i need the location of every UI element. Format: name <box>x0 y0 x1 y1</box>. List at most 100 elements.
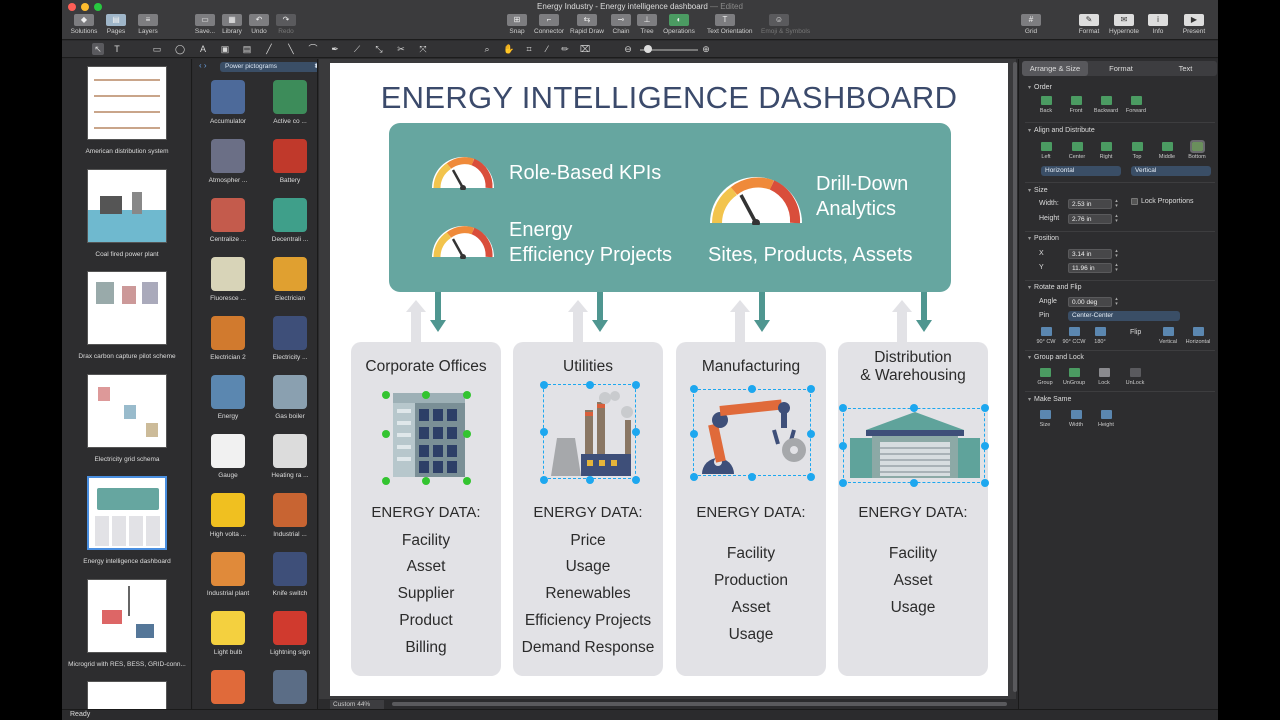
emoji-symbols-button[interactable]: ☺Emoji & Symbols <box>761 14 810 35</box>
selection-handle[interactable] <box>586 381 594 389</box>
page-thumbnail-item[interactable]: American distribution system <box>62 66 191 155</box>
lock-proportions-checkbox[interactable] <box>1131 198 1138 205</box>
selection-handle[interactable] <box>382 477 390 485</box>
selection-handle[interactable] <box>540 476 548 484</box>
library-shape-item[interactable]: Gauge <box>197 434 259 479</box>
order-section-title[interactable]: Order <box>1028 84 1052 91</box>
zoom-slider[interactable] <box>640 49 698 51</box>
tab-format[interactable]: Format <box>1109 64 1133 73</box>
library-shape-item[interactable]: Accumulator <box>197 80 259 125</box>
selection-handle[interactable] <box>690 385 698 393</box>
angle-input[interactable]: 0.00 deg <box>1068 297 1112 307</box>
vertical-scrollbar[interactable] <box>1013 62 1017 692</box>
ellipse-tool-icon[interactable]: ◯ <box>174 44 186 54</box>
align-middle-button[interactable]: Middle <box>1152 142 1182 160</box>
library-shape-item[interactable]: Energy <box>197 375 259 420</box>
front-button[interactable]: Front <box>1061 96 1091 114</box>
format-painter-icon[interactable]: ⌗ <box>526 44 532 54</box>
back-button[interactable]: Back <box>1031 96 1061 114</box>
library-shape-item[interactable]: Electricity ... <box>259 316 317 361</box>
flip-horizontal-button[interactable]: Horizontal <box>1183 327 1213 345</box>
library-shape-item[interactable]: Electrician 2 <box>197 316 259 361</box>
make-same-size-button[interactable]: Size <box>1030 410 1060 428</box>
forward-button[interactable]: Forward <box>1121 96 1151 114</box>
unlock-button[interactable]: UnLock <box>1120 368 1150 386</box>
chain-button[interactable]: ⊸Chain <box>603 14 639 35</box>
page-thumbnail-item[interactable]: Drax carbon capture pilot scheme <box>62 271 191 360</box>
lock-button[interactable]: Lock <box>1089 368 1119 386</box>
pen-tool-icon[interactable]: ✒ <box>331 44 339 54</box>
card-corporate-offices[interactable]: Corporate Offices <box>351 342 501 676</box>
card-utilities[interactable]: Utilities <box>513 342 663 676</box>
selection-handle[interactable] <box>540 428 548 436</box>
library-shape-item[interactable]: Industrial ... <box>259 493 317 538</box>
library-shape-item[interactable]: High volta ... <box>197 493 259 538</box>
angle-stepper[interactable]: ▴▾ <box>1115 296 1118 307</box>
group-button[interactable]: Group <box>1030 368 1060 386</box>
layers-button[interactable]: ≡Layers <box>130 14 166 35</box>
selection-handle[interactable] <box>632 476 640 484</box>
distribute-horizontal-select[interactable]: Horizontal <box>1041 166 1121 176</box>
waypoint-tool-icon[interactable]: ⤧ <box>419 44 427 54</box>
library-shape-item[interactable]: Heating ra ... <box>259 434 317 479</box>
rapid-draw-button[interactable]: ⇆Rapid Draw <box>569 14 605 35</box>
save-button[interactable]: ▭Save... <box>187 14 223 35</box>
zoom-level-select[interactable]: Custom 44% <box>330 700 384 709</box>
selection-handle[interactable] <box>586 476 594 484</box>
callout-tool-icon[interactable]: ▣ <box>220 44 230 54</box>
library-shape-item[interactable]: Battery <box>259 139 317 184</box>
size-section-title[interactable]: Size <box>1028 187 1048 194</box>
solutions-button[interactable]: ◆Solutions <box>66 14 102 35</box>
selection-handle[interactable] <box>839 442 847 450</box>
card-distribution-warehousing[interactable]: Distribution & Warehousing <box>838 342 989 676</box>
zoom-in-icon[interactable]: ⊕ <box>702 44 710 54</box>
y-input[interactable]: 11.96 in <box>1068 263 1112 273</box>
y-stepper[interactable]: ▴▾ <box>1115 262 1118 273</box>
selection-handle[interactable] <box>690 430 698 438</box>
selection-handle[interactable] <box>382 391 390 399</box>
x-input[interactable]: 3.14 in <box>1068 249 1112 259</box>
library-shape-item[interactable] <box>197 670 259 704</box>
align-right-button[interactable]: Right <box>1091 142 1121 160</box>
library-shape-item[interactable]: Electrician <box>259 257 317 302</box>
make-same-section-title[interactable]: Make Same <box>1028 396 1071 403</box>
snap-button[interactable]: ⊞Snap <box>499 14 535 35</box>
format-button[interactable]: ✎Format <box>1071 14 1107 35</box>
selection-handle[interactable] <box>807 385 815 393</box>
selection-handle[interactable] <box>839 479 847 487</box>
selection-handle[interactable] <box>463 391 471 399</box>
selection-handle[interactable] <box>422 477 430 485</box>
height-stepper[interactable]: ▴▾ <box>1115 213 1118 224</box>
close-window-button[interactable] <box>68 3 76 11</box>
page-thumbnail-item[interactable]: Coal fired power plant <box>62 169 191 258</box>
text-box-tool-icon[interactable]: T <box>114 44 120 54</box>
align-section-title[interactable]: Align and Distribute <box>1028 127 1095 134</box>
selection-handle[interactable] <box>807 473 815 481</box>
hypernote-button[interactable]: ✉Hypernote <box>1106 14 1142 35</box>
align-top-button[interactable]: Top <box>1122 142 1152 160</box>
selection-handle[interactable] <box>632 428 640 436</box>
backward-button[interactable]: Backward <box>1091 96 1121 114</box>
selection-handle[interactable] <box>632 381 640 389</box>
flip-vertical-button[interactable]: Vertical <box>1153 327 1183 345</box>
connect-tool-icon[interactable]: ⤡ <box>375 44 383 54</box>
library-shape-item[interactable]: Active co ... <box>259 80 317 125</box>
library-shape-item[interactable] <box>259 670 317 704</box>
position-section-title[interactable]: Position <box>1028 235 1059 242</box>
page-thumbnail-item[interactable]: Electricity grid schema <box>62 374 191 463</box>
rotate-180-button[interactable]: 180° <box>1085 327 1115 345</box>
minimize-window-button[interactable] <box>81 3 89 11</box>
tab-text[interactable]: Text <box>1178 64 1193 73</box>
align-center-button[interactable]: Center <box>1062 142 1092 160</box>
pan-tool-icon[interactable]: ✋ <box>503 44 515 54</box>
height-input[interactable]: 2.76 in <box>1068 214 1112 224</box>
library-shape-item[interactable]: Knife switch <box>259 552 317 597</box>
width-stepper[interactable]: ▴▾ <box>1115 198 1118 209</box>
selection-handle[interactable] <box>690 473 698 481</box>
brush-tool-icon[interactable]: ✏ <box>561 44 569 54</box>
line-tool-icon[interactable]: ╱ <box>266 44 272 54</box>
page-thumbnail-item-selected[interactable]: Energy intelligence dashboard <box>62 476 191 565</box>
bezier-tool-icon[interactable]: ⟋ <box>353 44 361 54</box>
